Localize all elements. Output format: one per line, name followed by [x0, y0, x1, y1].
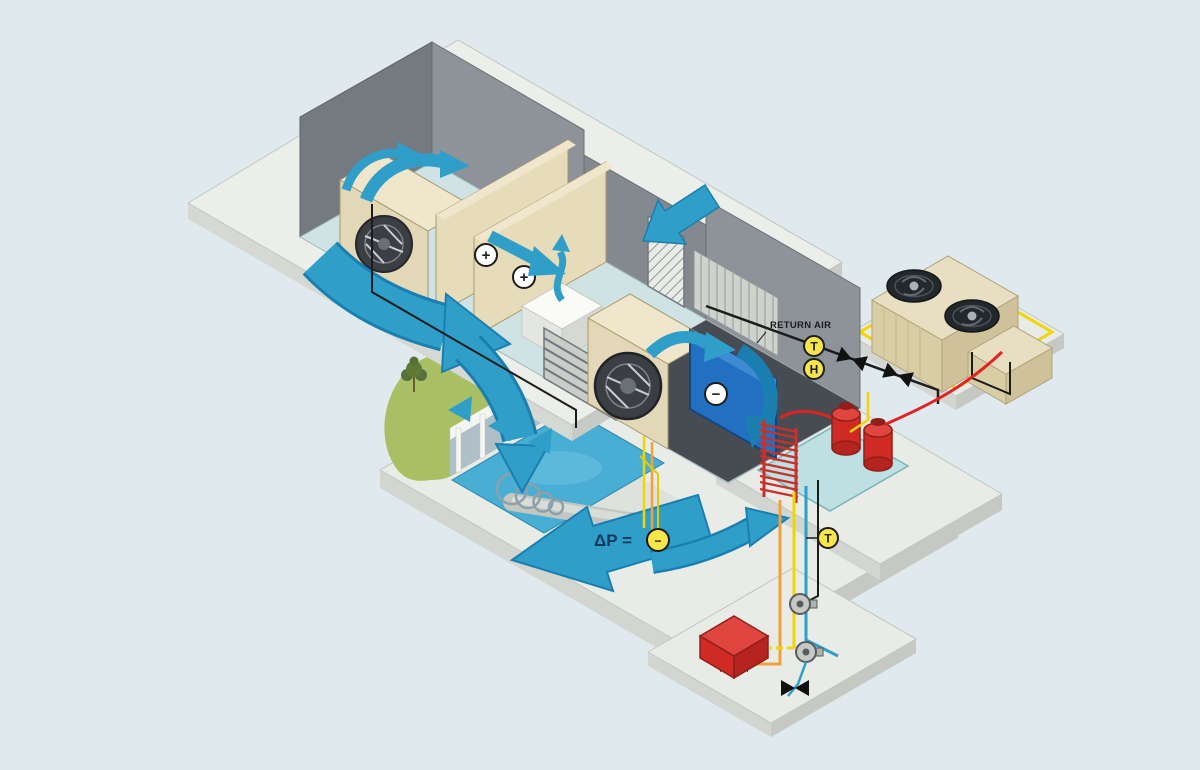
circulation-pump	[863, 418, 893, 472]
return-air-arrow	[744, 506, 791, 548]
condenser-unit	[870, 255, 1054, 405]
valve-icon	[781, 680, 809, 696]
minus-symbol: −	[712, 386, 721, 403]
valve-icon	[882, 362, 914, 388]
airflow-arrowhead	[398, 142, 424, 166]
condenser-grille	[883, 307, 921, 379]
control-line	[371, 204, 577, 428]
airflow-arrowhead	[744, 416, 776, 448]
airflow-arrowhead	[440, 150, 470, 178]
coil-fin-grid	[693, 249, 779, 357]
differential-pressure-label: ΔP =	[594, 531, 632, 550]
condenser-fan-icon	[886, 269, 942, 303]
steam-arrow	[552, 234, 570, 252]
expansion-tank	[698, 615, 770, 680]
humidifier-box	[520, 234, 604, 360]
outside-air-arrow	[641, 183, 721, 245]
airflow-arrows	[302, 142, 791, 593]
svg-text:T: T	[824, 532, 832, 546]
valve-icon	[836, 346, 868, 372]
coil-minus-badge: −	[704, 382, 728, 406]
humidity-sensor-badge: H	[803, 358, 825, 380]
pump-platform	[647, 567, 917, 737]
diffuser-arrow	[528, 428, 552, 454]
diffuser-arrow	[448, 396, 472, 422]
pressure-sensor-badge: −	[646, 528, 670, 552]
supply-fan	[586, 293, 712, 450]
svg-text:T: T	[810, 340, 818, 354]
airflow-arrowhead	[704, 332, 736, 362]
temperature-sensor-badge: T	[817, 527, 839, 549]
return-air-label: RETURN AIR	[770, 320, 831, 331]
base-pump	[795, 641, 824, 663]
heat-exchanger-coil	[759, 420, 799, 503]
refrigerant-pipe	[849, 392, 870, 434]
circulation-pump	[831, 402, 861, 456]
svg-text:H: H	[810, 363, 819, 377]
preheat-coil-panel	[473, 161, 614, 338]
sensors-and-labels: RETURN AIR T H T ΔP = −	[594, 320, 839, 552]
airflow-arrowhead	[528, 246, 566, 276]
temperature-sensor-badge: T	[803, 335, 825, 357]
condenser-fan-icon	[944, 299, 1000, 333]
plus-symbol: +	[520, 269, 529, 286]
svg-text:−: −	[654, 534, 661, 548]
diffuser-arrow	[488, 412, 512, 438]
condenser-water-pipe	[885, 350, 1004, 426]
coil-plus-badge: +	[474, 243, 498, 267]
supply-air-arrow	[494, 442, 550, 495]
tree-icon	[401, 356, 427, 392]
plus-symbol: +	[482, 247, 491, 264]
air-handling-unit: + +	[298, 41, 862, 484]
base-pump	[789, 593, 818, 615]
chiller-skid	[756, 402, 910, 512]
